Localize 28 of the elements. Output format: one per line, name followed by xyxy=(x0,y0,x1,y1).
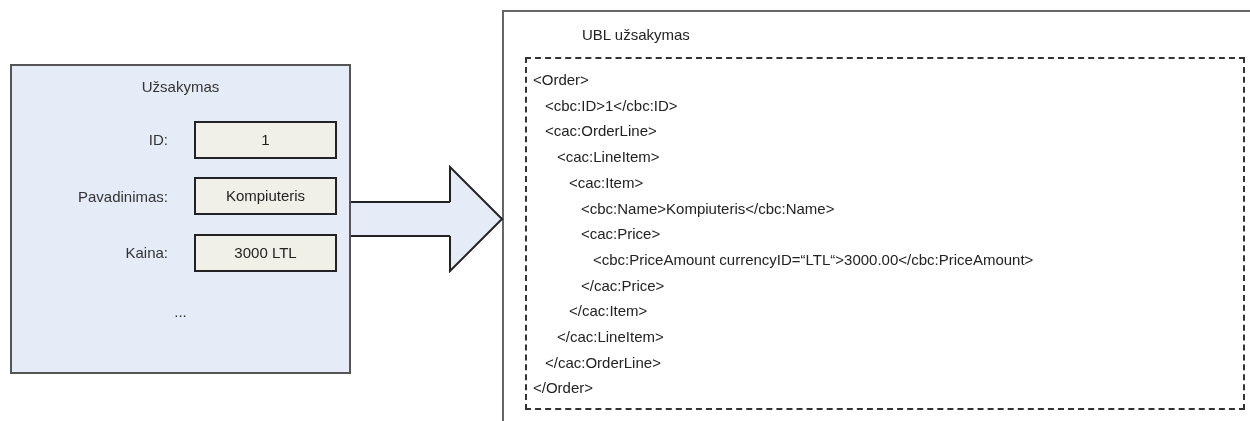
field-label: ID: xyxy=(147,130,168,150)
document-panel xyxy=(502,10,1250,421)
ellipsis-text: ... xyxy=(173,302,188,322)
xml-line: <cac:Item> xyxy=(568,172,645,193)
value-field xyxy=(194,177,337,215)
value-field xyxy=(194,234,337,272)
field-value: Kompiuteris xyxy=(225,185,306,206)
form-panel xyxy=(10,64,351,374)
xml-line: </cac:Item> xyxy=(568,301,649,322)
xml-line: </Order> xyxy=(533,378,595,399)
field-value: 3000 LTL xyxy=(234,242,297,263)
xml-line: <cac:OrderLine> xyxy=(544,121,658,142)
panel-title: UBL užsakymas xyxy=(582,25,690,45)
xml-line: </cac:Price> xyxy=(580,275,666,296)
field-value: 1 xyxy=(261,129,270,150)
field-label: Pavadinimas: xyxy=(76,187,168,207)
value-field xyxy=(194,121,337,159)
xml-line: <Order> xyxy=(533,70,590,90)
xml-line: </cac:LineItem> xyxy=(556,327,665,348)
xml-line: <cac:Price> xyxy=(580,224,662,245)
xml-line: <cbc:Name>Kompiuteris</cbc:Name> xyxy=(580,198,836,219)
xml-line: <cbc:ID>1</cbc:ID> xyxy=(544,95,679,116)
xml-line: <cbc:PriceAmount currencyID=“LTL“>3000.00</cbc:PriceAmount> xyxy=(592,249,1034,270)
panel-title: Užsakymas xyxy=(140,77,221,97)
xml-box xyxy=(525,57,1245,410)
xml-line: <cac:LineItem> xyxy=(556,147,661,168)
field-label: Kaina: xyxy=(124,243,168,263)
xml-line: </cac:OrderLine> xyxy=(544,352,662,373)
